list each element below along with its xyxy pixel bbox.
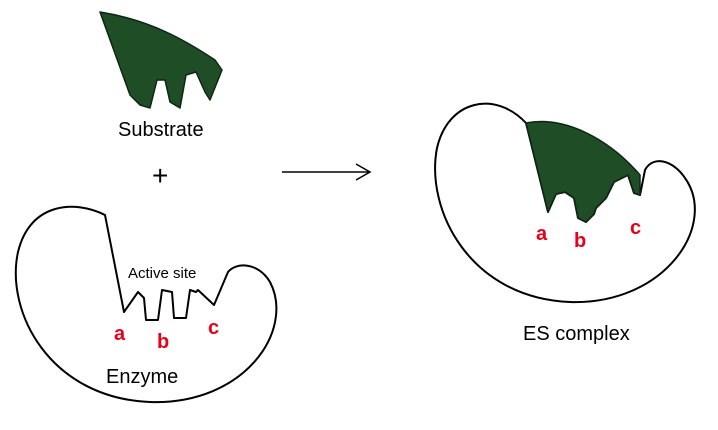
complex-site-c: c (630, 217, 641, 239)
enzyme-outline (14, 205, 278, 404)
reaction-arrow (282, 163, 372, 181)
complex-site-b: b (574, 230, 586, 252)
bound-substrate-shape (525, 120, 641, 223)
enzyme-site-b: b (157, 331, 169, 353)
enzyme-site-c: c (208, 317, 219, 339)
substrate-shape (99, 11, 223, 109)
plus-sign: + (152, 160, 168, 191)
complex-site-a: a (536, 223, 548, 245)
enzyme-label: Enzyme (106, 366, 178, 388)
active-site-label: Active site (128, 265, 196, 282)
substrate-label: Substrate (118, 119, 204, 141)
enzyme-site-a: a (114, 323, 126, 345)
es-complex-label: ES complex (523, 323, 630, 345)
